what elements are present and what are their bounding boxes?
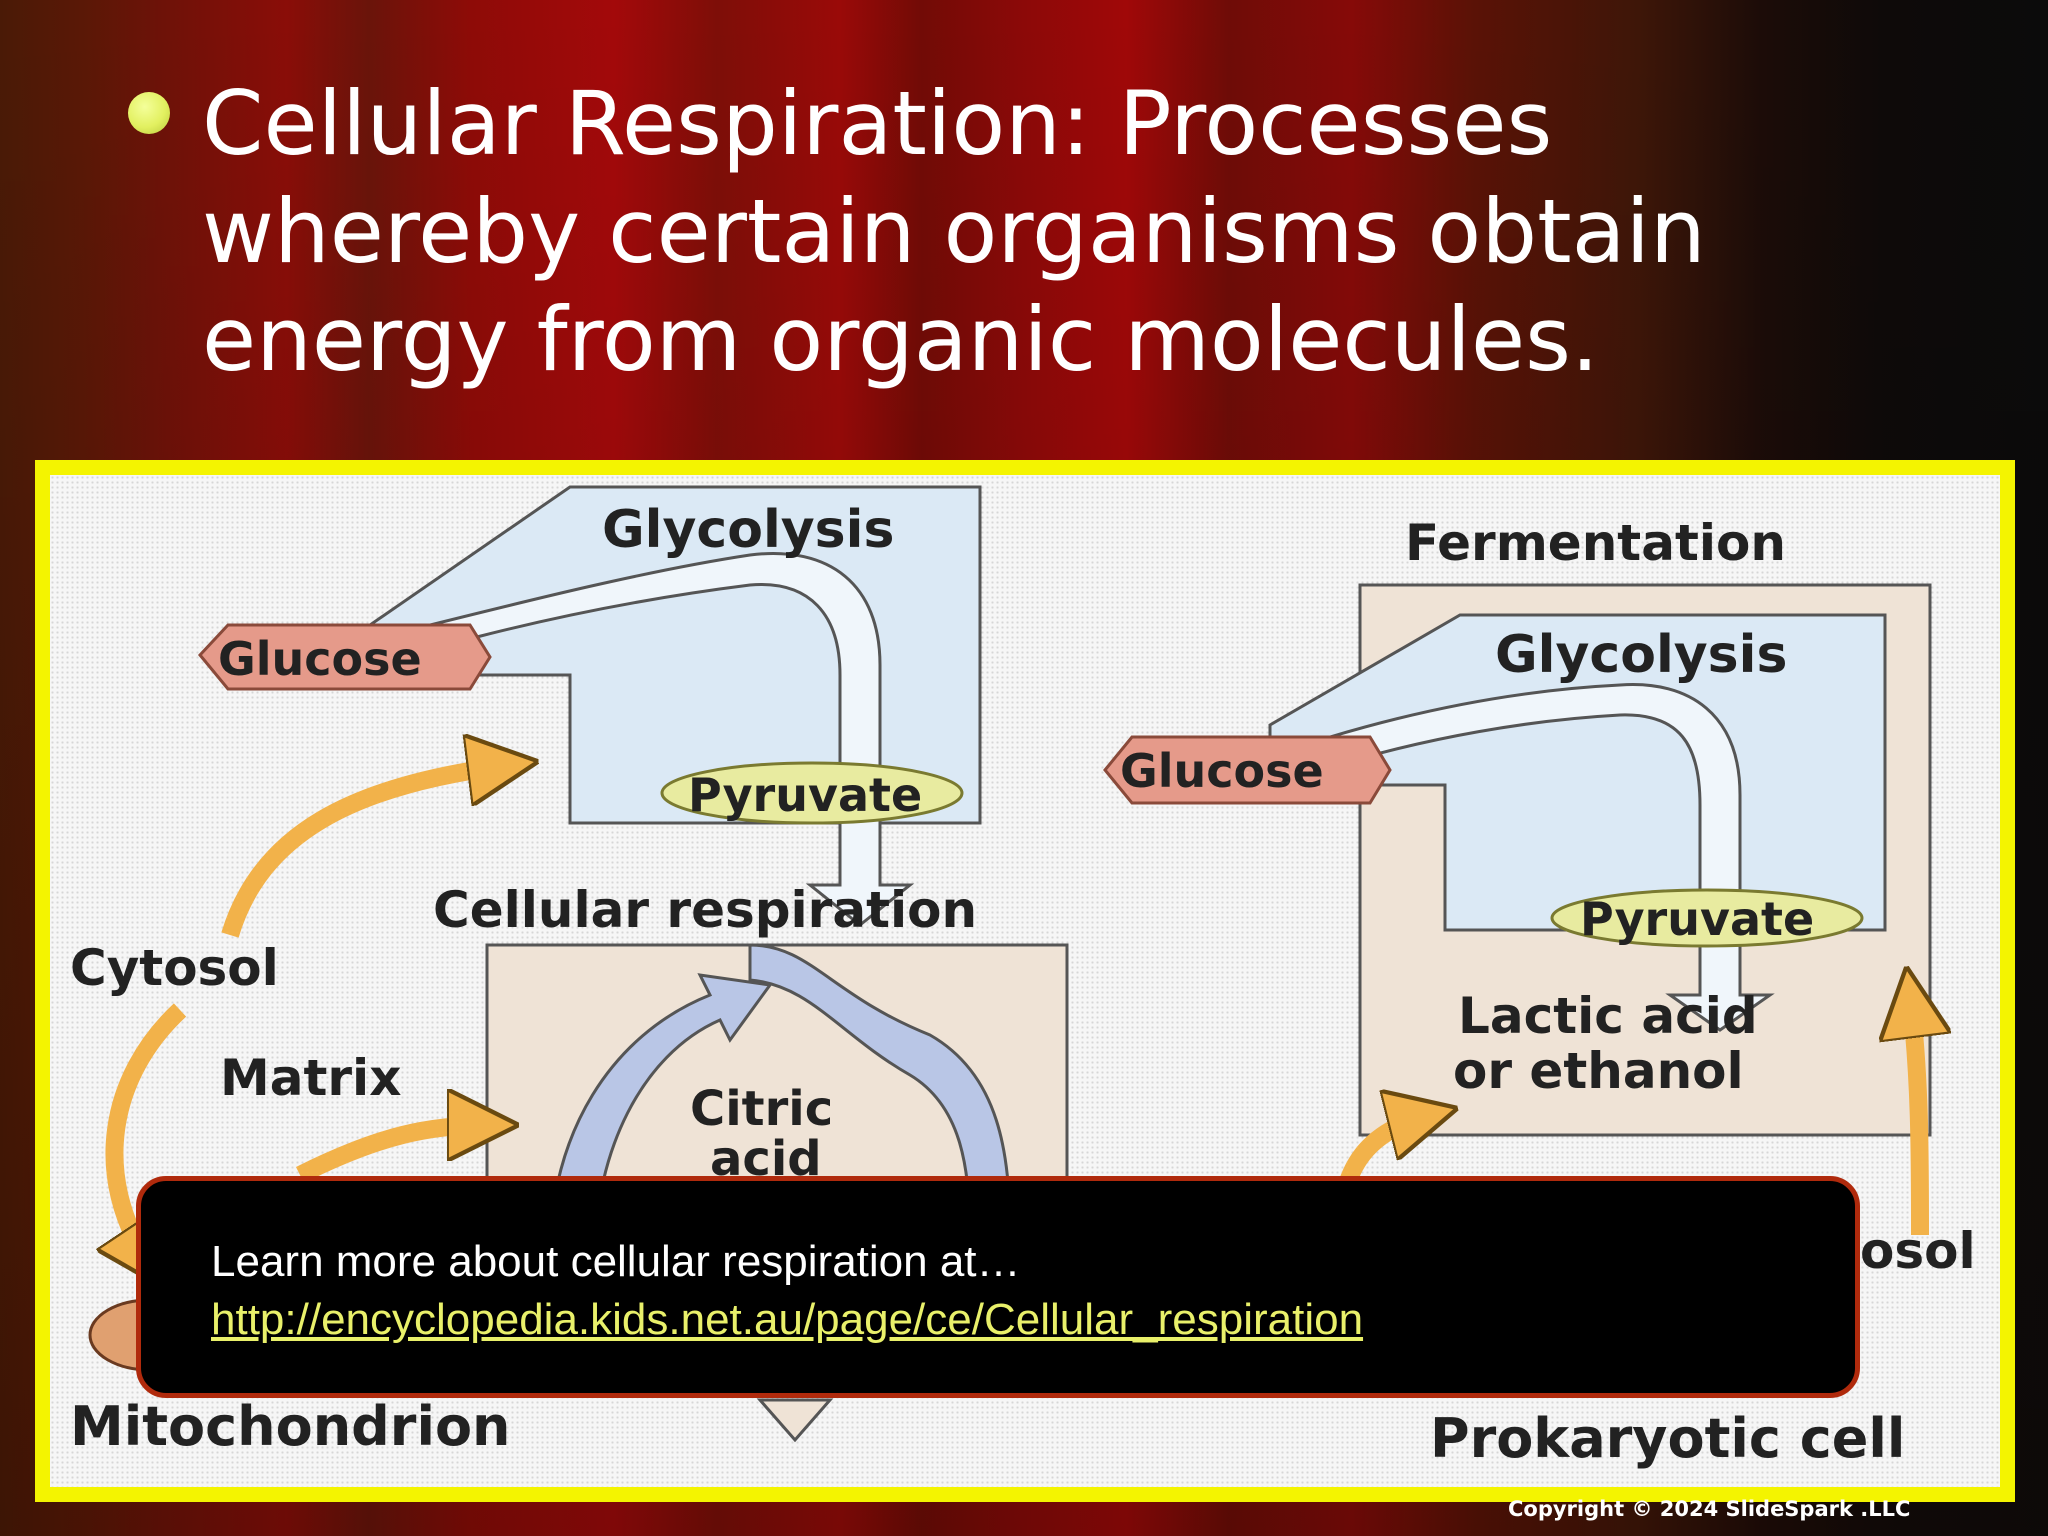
learn-more-link[interactable]: http://encyclopedia.kids.net.au/page/ce/…: [211, 1295, 1364, 1344]
bullet-text: Cellular Respiration: Processes whereby …: [202, 72, 1706, 391]
bullet-icon: [128, 92, 170, 134]
pyruvate-label-left: Pyruvate: [688, 768, 922, 822]
matrix-arrow: [295, 1125, 490, 1184]
glucose-tag-left: [198, 623, 492, 691]
fermentation-arrow-right: [1910, 995, 1920, 1236]
learn-more-text: Learn more about cellular respiration at…: [211, 1237, 1021, 1286]
lactic-acid-label: Lactic acid: [1458, 987, 1758, 1045]
glycolysis-label-left: Glycolysis: [602, 500, 894, 560]
glucose-tag-right: [1103, 735, 1392, 805]
pyruvate-tag-left: [660, 761, 964, 825]
prokaryotic-cell-label: Prokaryotic cell: [1430, 1407, 1905, 1470]
cytosol-label-left: Cytosol: [70, 939, 279, 997]
output-arrow-down: [756, 1398, 834, 1443]
learn-more-callout: Learn more about cellular respiration at…: [136, 1176, 1860, 1398]
copyright-text: Copyright © 2024 SlideSpark .LLC: [1508, 1497, 1911, 1521]
fermentation-label: Fermentation: [1405, 514, 1786, 572]
mitochondrion-label: Mitochondrion: [70, 1395, 511, 1458]
ethanol-label: or ethanol: [1453, 1042, 1744, 1100]
citric-label: Citric: [690, 1081, 833, 1137]
glycolysis-flow-arrow-left: [408, 552, 915, 927]
matrix-label: Matrix: [220, 1049, 401, 1107]
cellular-respiration-label: Cellular respiration: [433, 881, 977, 939]
cytosol-arrow-down: [114, 1003, 187, 1265]
cytosol-label-right: osol: [1860, 1222, 1976, 1280]
glucose-label-left: Glucose: [218, 632, 422, 686]
pyruvate-label-right: Pyruvate: [1580, 892, 1814, 946]
pyruvate-tag-right: [1550, 888, 1864, 948]
glycolysis-label-right: Glycolysis: [1495, 625, 1787, 685]
glycolysis-flow-arrow-right: [1328, 683, 1775, 1032]
cytosol-arrow-up: [221, 765, 510, 938]
glucose-label-right: Glucose: [1120, 744, 1324, 798]
